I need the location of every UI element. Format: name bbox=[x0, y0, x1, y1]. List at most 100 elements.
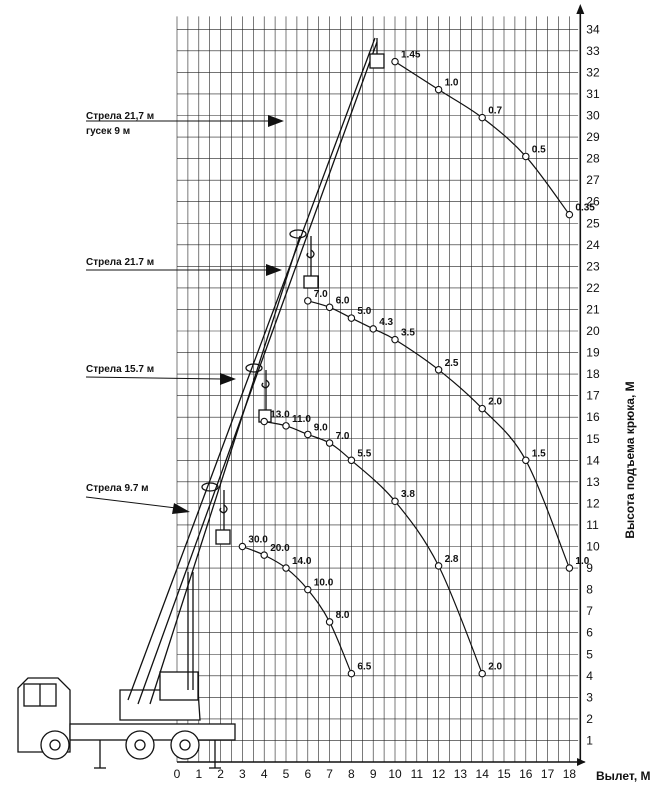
x-tick-label: 0 bbox=[174, 767, 181, 781]
x-tick-label: 16 bbox=[519, 767, 533, 781]
label-boom-21: Стрела 21.7 м bbox=[86, 257, 154, 268]
data-point bbox=[565, 210, 574, 219]
data-point bbox=[478, 669, 486, 678]
arrow-15-head bbox=[220, 373, 236, 385]
data-point-label: 2.8 bbox=[445, 554, 459, 565]
axes bbox=[177, 4, 586, 766]
data-point bbox=[434, 366, 443, 374]
y-tick-label: 33 bbox=[586, 44, 600, 58]
data-point bbox=[304, 297, 312, 305]
load-curves bbox=[238, 57, 574, 678]
data-point bbox=[391, 497, 399, 505]
y-tick-label: 7 bbox=[586, 604, 593, 618]
y-axis-arrow bbox=[576, 4, 585, 14]
data-point bbox=[369, 325, 377, 333]
x-tick-label: 8 bbox=[348, 767, 355, 781]
hook-9 bbox=[219, 504, 228, 514]
data-point bbox=[347, 314, 356, 322]
wheel-rear-2-hub bbox=[179, 739, 191, 751]
y-tick-label: 1 bbox=[586, 733, 593, 747]
data-point bbox=[325, 618, 334, 626]
y-tick-label: 10 bbox=[586, 540, 600, 554]
y-tick-label: 3 bbox=[586, 690, 593, 704]
data-point-label: 2.5 bbox=[445, 358, 459, 369]
hook-15 bbox=[261, 379, 270, 389]
y-tick-label: 14 bbox=[586, 453, 600, 467]
data-point bbox=[347, 456, 356, 465]
data-point-label: 0.5 bbox=[532, 144, 546, 155]
data-point bbox=[260, 417, 268, 426]
y-tick-label: 11 bbox=[586, 518, 599, 532]
data-point-label: 6.0 bbox=[336, 295, 350, 306]
boom-head-21 bbox=[289, 229, 307, 239]
data-point-label: 1.45 bbox=[401, 50, 421, 61]
y-tick-label: 15 bbox=[586, 432, 600, 446]
wheel-rear-2 bbox=[170, 730, 200, 760]
boom-head-9 bbox=[201, 482, 219, 492]
y-tick-label: 17 bbox=[586, 389, 600, 403]
label-jib-line2: гусек 9 м bbox=[86, 126, 130, 137]
load-block-jib bbox=[369, 53, 385, 69]
data-point bbox=[282, 564, 290, 572]
y-tick-label: 18 bbox=[586, 367, 600, 381]
x-tick-label: 6 bbox=[304, 767, 311, 781]
boom-head-15 bbox=[245, 363, 263, 373]
data-point bbox=[260, 551, 268, 559]
data-point-label: 0.35 bbox=[575, 203, 595, 214]
y-tick-label: 24 bbox=[586, 238, 600, 252]
y-tick-label: 34 bbox=[586, 22, 600, 36]
x-tick-label: 18 bbox=[563, 767, 577, 781]
data-point bbox=[565, 564, 574, 572]
y-tick-label: 12 bbox=[586, 496, 600, 510]
wheel-rear-1-hub bbox=[134, 739, 146, 751]
x-tick-label: 10 bbox=[388, 767, 402, 781]
y-tick-label: 16 bbox=[586, 410, 600, 424]
y-tick-label: 32 bbox=[586, 65, 600, 79]
data-point-label: 10.0 bbox=[314, 578, 334, 589]
boom-mid-edge bbox=[149, 235, 301, 705]
x-tick-label: 17 bbox=[541, 767, 555, 781]
data-point-label: 14.0 bbox=[292, 556, 312, 567]
x-axis-title: Вылет, М bbox=[596, 769, 650, 783]
data-point-label: 2.0 bbox=[488, 662, 502, 673]
y-tick-label: 19 bbox=[586, 346, 600, 360]
data-point-label: 3.5 bbox=[401, 328, 415, 339]
data-point bbox=[478, 113, 486, 122]
arrow-9-head bbox=[172, 503, 190, 514]
y-tick-label: 26 bbox=[586, 195, 600, 209]
data-point-label: 20.0 bbox=[270, 543, 290, 554]
load-block-21 bbox=[303, 275, 319, 289]
data-point bbox=[238, 542, 247, 551]
y-tick-labels: 1234567891011121314151617181920212223242… bbox=[586, 22, 600, 747]
wheel-front bbox=[40, 730, 70, 760]
data-point bbox=[391, 335, 399, 344]
data-point-label: 8.0 bbox=[336, 610, 350, 621]
x-tick-label: 12 bbox=[432, 767, 446, 781]
boom-labels: Стрела 21,7 м гусек 9 м Стрела 21.7 м Ст… bbox=[85, 111, 284, 514]
y-tick-label: 23 bbox=[586, 259, 600, 273]
y-tick-label: 28 bbox=[586, 152, 600, 166]
data-point bbox=[434, 562, 443, 570]
data-point bbox=[347, 669, 356, 678]
y-tick-label: 30 bbox=[586, 109, 600, 123]
data-point-label: 30.0 bbox=[248, 535, 268, 546]
y-tick-label: 21 bbox=[586, 302, 600, 316]
arrow-21-head bbox=[266, 264, 282, 276]
y-tick-label: 31 bbox=[586, 87, 600, 101]
x-tick-label: 13 bbox=[454, 767, 468, 781]
crane-truck-illustration bbox=[17, 37, 385, 769]
crane-cabin-window bbox=[159, 671, 199, 701]
arrow-15-line bbox=[85, 376, 223, 380]
data-point-label: 1.0 bbox=[575, 556, 589, 567]
x-tick-label: 14 bbox=[476, 767, 490, 781]
y-tick-label: 27 bbox=[586, 173, 600, 187]
x-tick-label: 7 bbox=[326, 767, 333, 781]
wheel-front-hub bbox=[49, 739, 61, 751]
y-tick-label: 6 bbox=[586, 626, 593, 640]
data-point-label: 5.5 bbox=[357, 448, 371, 459]
grid bbox=[176, 16, 581, 763]
y-tick-label: 22 bbox=[586, 281, 600, 295]
y-tick-label: 29 bbox=[586, 130, 600, 144]
data-point bbox=[304, 430, 312, 439]
